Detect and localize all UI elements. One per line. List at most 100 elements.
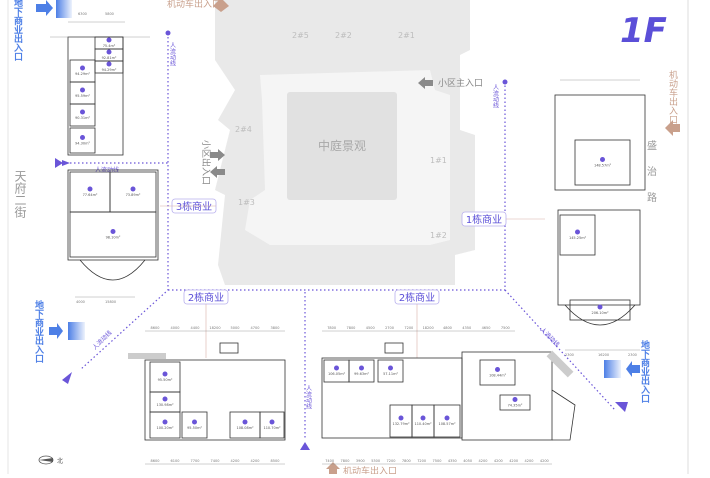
dimension-label: 7700: [191, 459, 200, 463]
unit-number-icon: [162, 371, 168, 377]
unit-number-icon: [600, 157, 605, 162]
arrow-icon: [615, 402, 628, 412]
unit-number-icon: [575, 229, 580, 235]
unit-cell: 108.44m²: [479, 359, 516, 386]
unit-cell: 94.30m²: [69, 127, 96, 154]
unit-number-icon: [420, 415, 426, 421]
dimension-label: 4200: [251, 459, 260, 463]
unit-area: 94.30m²: [75, 142, 90, 146]
svg-text:人流动线: 人流动线: [539, 326, 562, 349]
dimension-label: 8600: [151, 326, 160, 330]
dimension-label: 18200: [209, 326, 220, 330]
road-label-east: 盛治路: [645, 139, 657, 218]
unit-area: 108.57m²: [438, 422, 456, 426]
unit-area: 57.11m²: [383, 372, 398, 376]
unit-cell: 130.98m²: [149, 391, 181, 413]
building-label: 2#2: [335, 31, 352, 40]
side-entrance-label: 小区出入口: [200, 140, 212, 185]
svg-text:3栋商业: 3栋商业: [176, 200, 212, 213]
dimension-label: 7500: [501, 326, 510, 330]
underground-entrance-top-left[interactable]: 地下商业出入口: [12, 0, 72, 62]
svg-text:2300: 2300: [628, 353, 637, 357]
dimension-label: 4200: [479, 459, 488, 463]
unit-area: 90.31m²: [75, 116, 90, 120]
dimension-label: 4500: [366, 326, 375, 330]
svg-text:人流动线: 人流动线: [169, 42, 176, 66]
building-label: 2#4: [235, 125, 252, 134]
entrance-block: [56, 0, 72, 18]
dimension-label: 5300: [371, 459, 380, 463]
dimension-label: 4000: [171, 326, 180, 330]
building-label: 1#3: [238, 198, 255, 207]
unit-number-icon: [242, 419, 248, 425]
unit-area: 108.08m²: [236, 426, 254, 430]
dimension-label: 5000: [231, 326, 240, 330]
building-label: 1#1: [430, 156, 447, 165]
dimension-label: 4200: [494, 459, 503, 463]
unit-cell: 110.40m²: [411, 404, 435, 438]
dimension-label: 4200: [525, 459, 534, 463]
svg-text:1栋商业: 1栋商业: [466, 213, 502, 226]
unit-area: 148.57m²: [594, 164, 612, 168]
north-arrow: 北: [38, 455, 63, 465]
floor-title: 1F: [620, 11, 667, 51]
svg-text:6300: 6300: [78, 12, 87, 16]
dimension-label: 8500: [271, 459, 280, 463]
main-entrance-marker: 小区主入口: [418, 77, 483, 89]
svg-text:人流动线: 人流动线: [91, 329, 114, 352]
unit-cell: 100.20m²: [149, 411, 181, 439]
unit-number-icon: [106, 37, 112, 43]
unit-cell: 99.63m²: [348, 359, 375, 383]
svg-text:地下商业出入口: 地下商业出入口: [12, 0, 24, 62]
svg-text:机动车出入口: 机动车出入口: [667, 69, 678, 124]
unit-number-icon: [130, 186, 136, 192]
unit-number-icon: [110, 229, 116, 234]
unit-area: 132.79m²: [392, 422, 410, 426]
unit-area: 94.29m²: [75, 72, 90, 76]
unit-cell: 106.05m²: [323, 359, 350, 383]
dimension-label: 4200: [509, 459, 518, 463]
unit-area: 77.64m²: [83, 193, 98, 197]
dimension-label: 4400: [191, 326, 200, 330]
building-label: 2#1: [398, 31, 415, 40]
unit-cell: 108.57m²: [433, 404, 461, 438]
svg-text:机动车出入口: 机动车出入口: [343, 465, 397, 474]
unit-number-icon: [359, 365, 364, 371]
arrow-icon: [62, 372, 72, 384]
block1-label[interactable]: 1栋商业: [461, 211, 507, 227]
building-label: 2#5: [292, 31, 309, 40]
unit-number-icon: [512, 397, 518, 402]
block2-right-label[interactable]: 2栋商业: [394, 289, 440, 305]
unit-number-icon: [80, 109, 85, 115]
dimension-label: 7800: [402, 459, 411, 463]
road-west: 天府二街: [13, 170, 27, 218]
unit-area: 206.10m²: [591, 311, 609, 315]
arrow-icon: [213, 0, 229, 12]
underground-entrance-bottom-right[interactable]: 地下商业出入口: [604, 339, 651, 404]
svg-text:15800: 15800: [105, 300, 116, 304]
unit-cell: 95.50m²: [181, 411, 208, 439]
underground-entrance-bottom-left[interactable]: 地下商业出入口: [33, 299, 85, 364]
unit-cell: 95.59m²: [69, 81, 96, 105]
unit-cell: 57.11m²: [377, 359, 404, 383]
svg-text:2栋商业: 2栋商业: [399, 291, 435, 304]
svg-text:2栋商业: 2栋商业: [188, 291, 224, 304]
unit-cell: 108.08m²: [229, 411, 261, 439]
unit-number-icon: [80, 87, 85, 93]
dimension-label: 7200: [404, 326, 413, 330]
unit-area: 100.20m²: [156, 426, 174, 430]
block2-left-label[interactable]: 2栋商业: [183, 289, 229, 305]
unit-cell: 98.10m²: [69, 211, 157, 258]
dimension-label: 7800: [327, 326, 336, 330]
side-entrance-marker: 小区出入口: [200, 140, 225, 185]
arrow-right-icon: [55, 158, 70, 168]
svg-text:5800: 5800: [105, 12, 114, 16]
entrance-block: [604, 360, 621, 378]
dimension-label: 7800: [341, 459, 350, 463]
unit-number-icon: [106, 49, 112, 55]
unit-number-icon: [444, 415, 450, 421]
unit-cell: 148.57m²: [574, 139, 631, 186]
